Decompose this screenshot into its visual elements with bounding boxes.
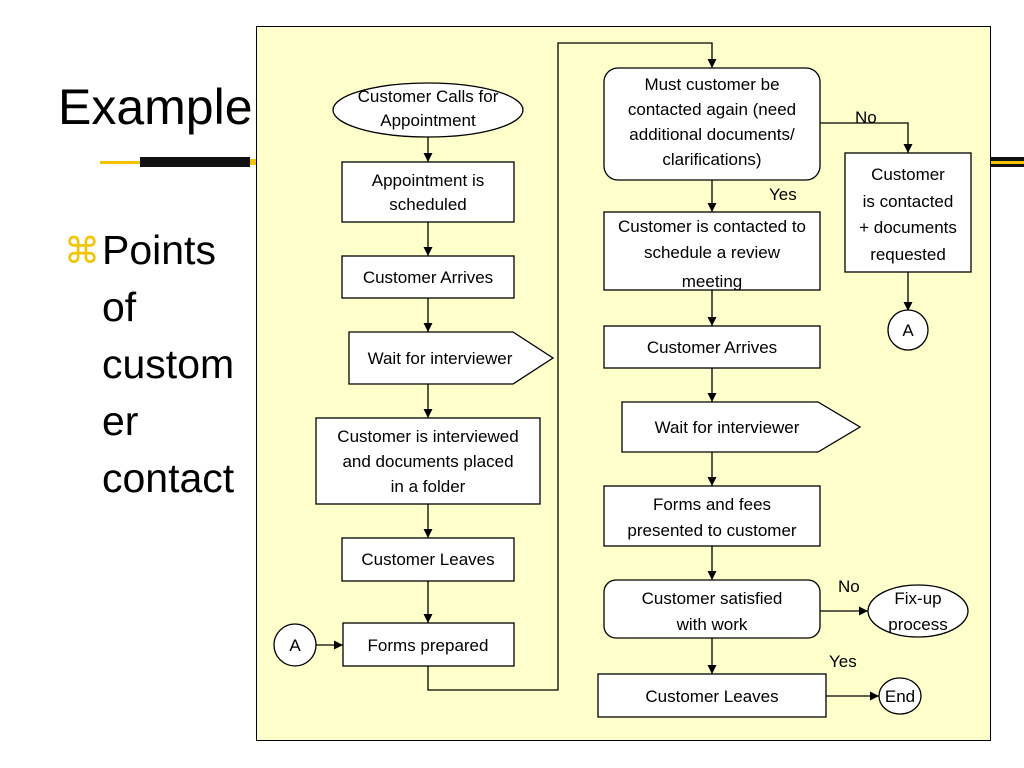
svg-text:Customer: Customer xyxy=(871,165,945,184)
wait-interviewer-node-left: Wait for interviewer xyxy=(348,331,555,385)
svg-text:Fix-up: Fix-up xyxy=(894,589,941,608)
svg-text:Wait for interviewer: Wait for interviewer xyxy=(655,418,800,437)
svg-text:additional documents/: additional documents/ xyxy=(629,125,795,144)
svg-text:Customer satisfied: Customer satisfied xyxy=(642,589,783,608)
yes-label-contact: Yes xyxy=(769,185,797,204)
fixup-process-node: Fix-up process xyxy=(867,584,969,638)
appointment-scheduled-node: Appointment is scheduled xyxy=(341,161,515,223)
end-node: End xyxy=(878,677,922,715)
no-label-satisfied: No xyxy=(838,577,860,596)
customer-arrives-node-left: Customer Arrives xyxy=(341,255,515,299)
wait-interviewer-node-right: Wait for interviewer xyxy=(621,401,862,453)
svg-text:Forms and fees: Forms and fees xyxy=(653,495,771,514)
review-meeting-node: Customer is contacted to schedule a revi… xyxy=(603,211,821,291)
svg-text:contacted again (need: contacted again (need xyxy=(628,100,796,119)
title-underline-decoration-right xyxy=(984,156,1024,168)
flow-connectors xyxy=(316,42,913,701)
customer-leaves-node-left: Customer Leaves xyxy=(341,537,515,582)
customer-contacted-node: Customer is contacted + documents reques… xyxy=(844,152,972,273)
svg-text:Must customer be: Must customer be xyxy=(644,75,779,94)
start-node: Customer Calls for Appointment xyxy=(332,82,524,138)
svg-text:meeting: meeting xyxy=(682,272,742,291)
svg-text:Appointment: Appointment xyxy=(380,111,476,130)
svg-text:presented to customer: presented to customer xyxy=(627,521,796,540)
svg-text:Customer Arrives: Customer Arrives xyxy=(647,338,777,357)
slide-title: Example 2 xyxy=(58,79,295,135)
svg-text:schedule a review: schedule a review xyxy=(644,243,781,262)
svg-text:A: A xyxy=(289,636,301,655)
customer-arrives-node-right: Customer Arrives xyxy=(603,325,821,369)
svg-text:and documents placed: and documents placed xyxy=(342,452,513,471)
svg-text:process: process xyxy=(888,615,948,634)
svg-text:A: A xyxy=(902,321,914,340)
svg-text:Customer is contacted to: Customer is contacted to xyxy=(618,217,806,236)
forms-prepared-node: Forms prepared xyxy=(342,622,515,667)
svg-text:End: End xyxy=(885,687,915,706)
connector-a-left: A xyxy=(273,623,317,667)
svg-text:Customer is interviewed: Customer is interviewed xyxy=(337,427,518,446)
svg-text:Customer Leaves: Customer Leaves xyxy=(645,687,778,706)
forms-fees-node: Forms and fees presented to customer xyxy=(603,485,821,547)
decision-contact-again-node: Must customer be contacted again (need a… xyxy=(603,67,821,181)
svg-text:Wait for interviewer: Wait for interviewer xyxy=(368,349,513,368)
svg-text:+ documents: + documents xyxy=(859,218,957,237)
svg-text:in a folder: in a folder xyxy=(391,477,466,496)
yes-label-satisfied: Yes xyxy=(829,652,857,671)
svg-text:Customer Calls for: Customer Calls for xyxy=(358,87,499,106)
svg-text:requested: requested xyxy=(870,245,946,264)
no-label-contact: No xyxy=(855,108,877,127)
svg-text:is contacted: is contacted xyxy=(863,192,954,211)
connector-a-right: A xyxy=(887,309,929,351)
svg-text:Customer Arrives: Customer Arrives xyxy=(363,268,493,287)
svg-text:Appointment is: Appointment is xyxy=(372,171,484,190)
svg-text:Forms prepared: Forms prepared xyxy=(368,636,489,655)
svg-text:with work: with work xyxy=(676,615,748,634)
svg-text:clarifications): clarifications) xyxy=(662,150,761,169)
customer-leaves-node-right: Customer Leaves xyxy=(597,673,827,718)
svg-text:Customer Leaves: Customer Leaves xyxy=(361,550,494,569)
bullet-text: Points of custom er contact xyxy=(102,227,235,501)
customer-interviewed-node: Customer is interviewed and documents pl… xyxy=(315,417,541,505)
bullet-symbol-icon: ⌘ xyxy=(64,230,100,271)
decision-satisfied-node: Customer satisfied with work xyxy=(603,579,821,639)
svg-text:scheduled: scheduled xyxy=(389,195,467,214)
